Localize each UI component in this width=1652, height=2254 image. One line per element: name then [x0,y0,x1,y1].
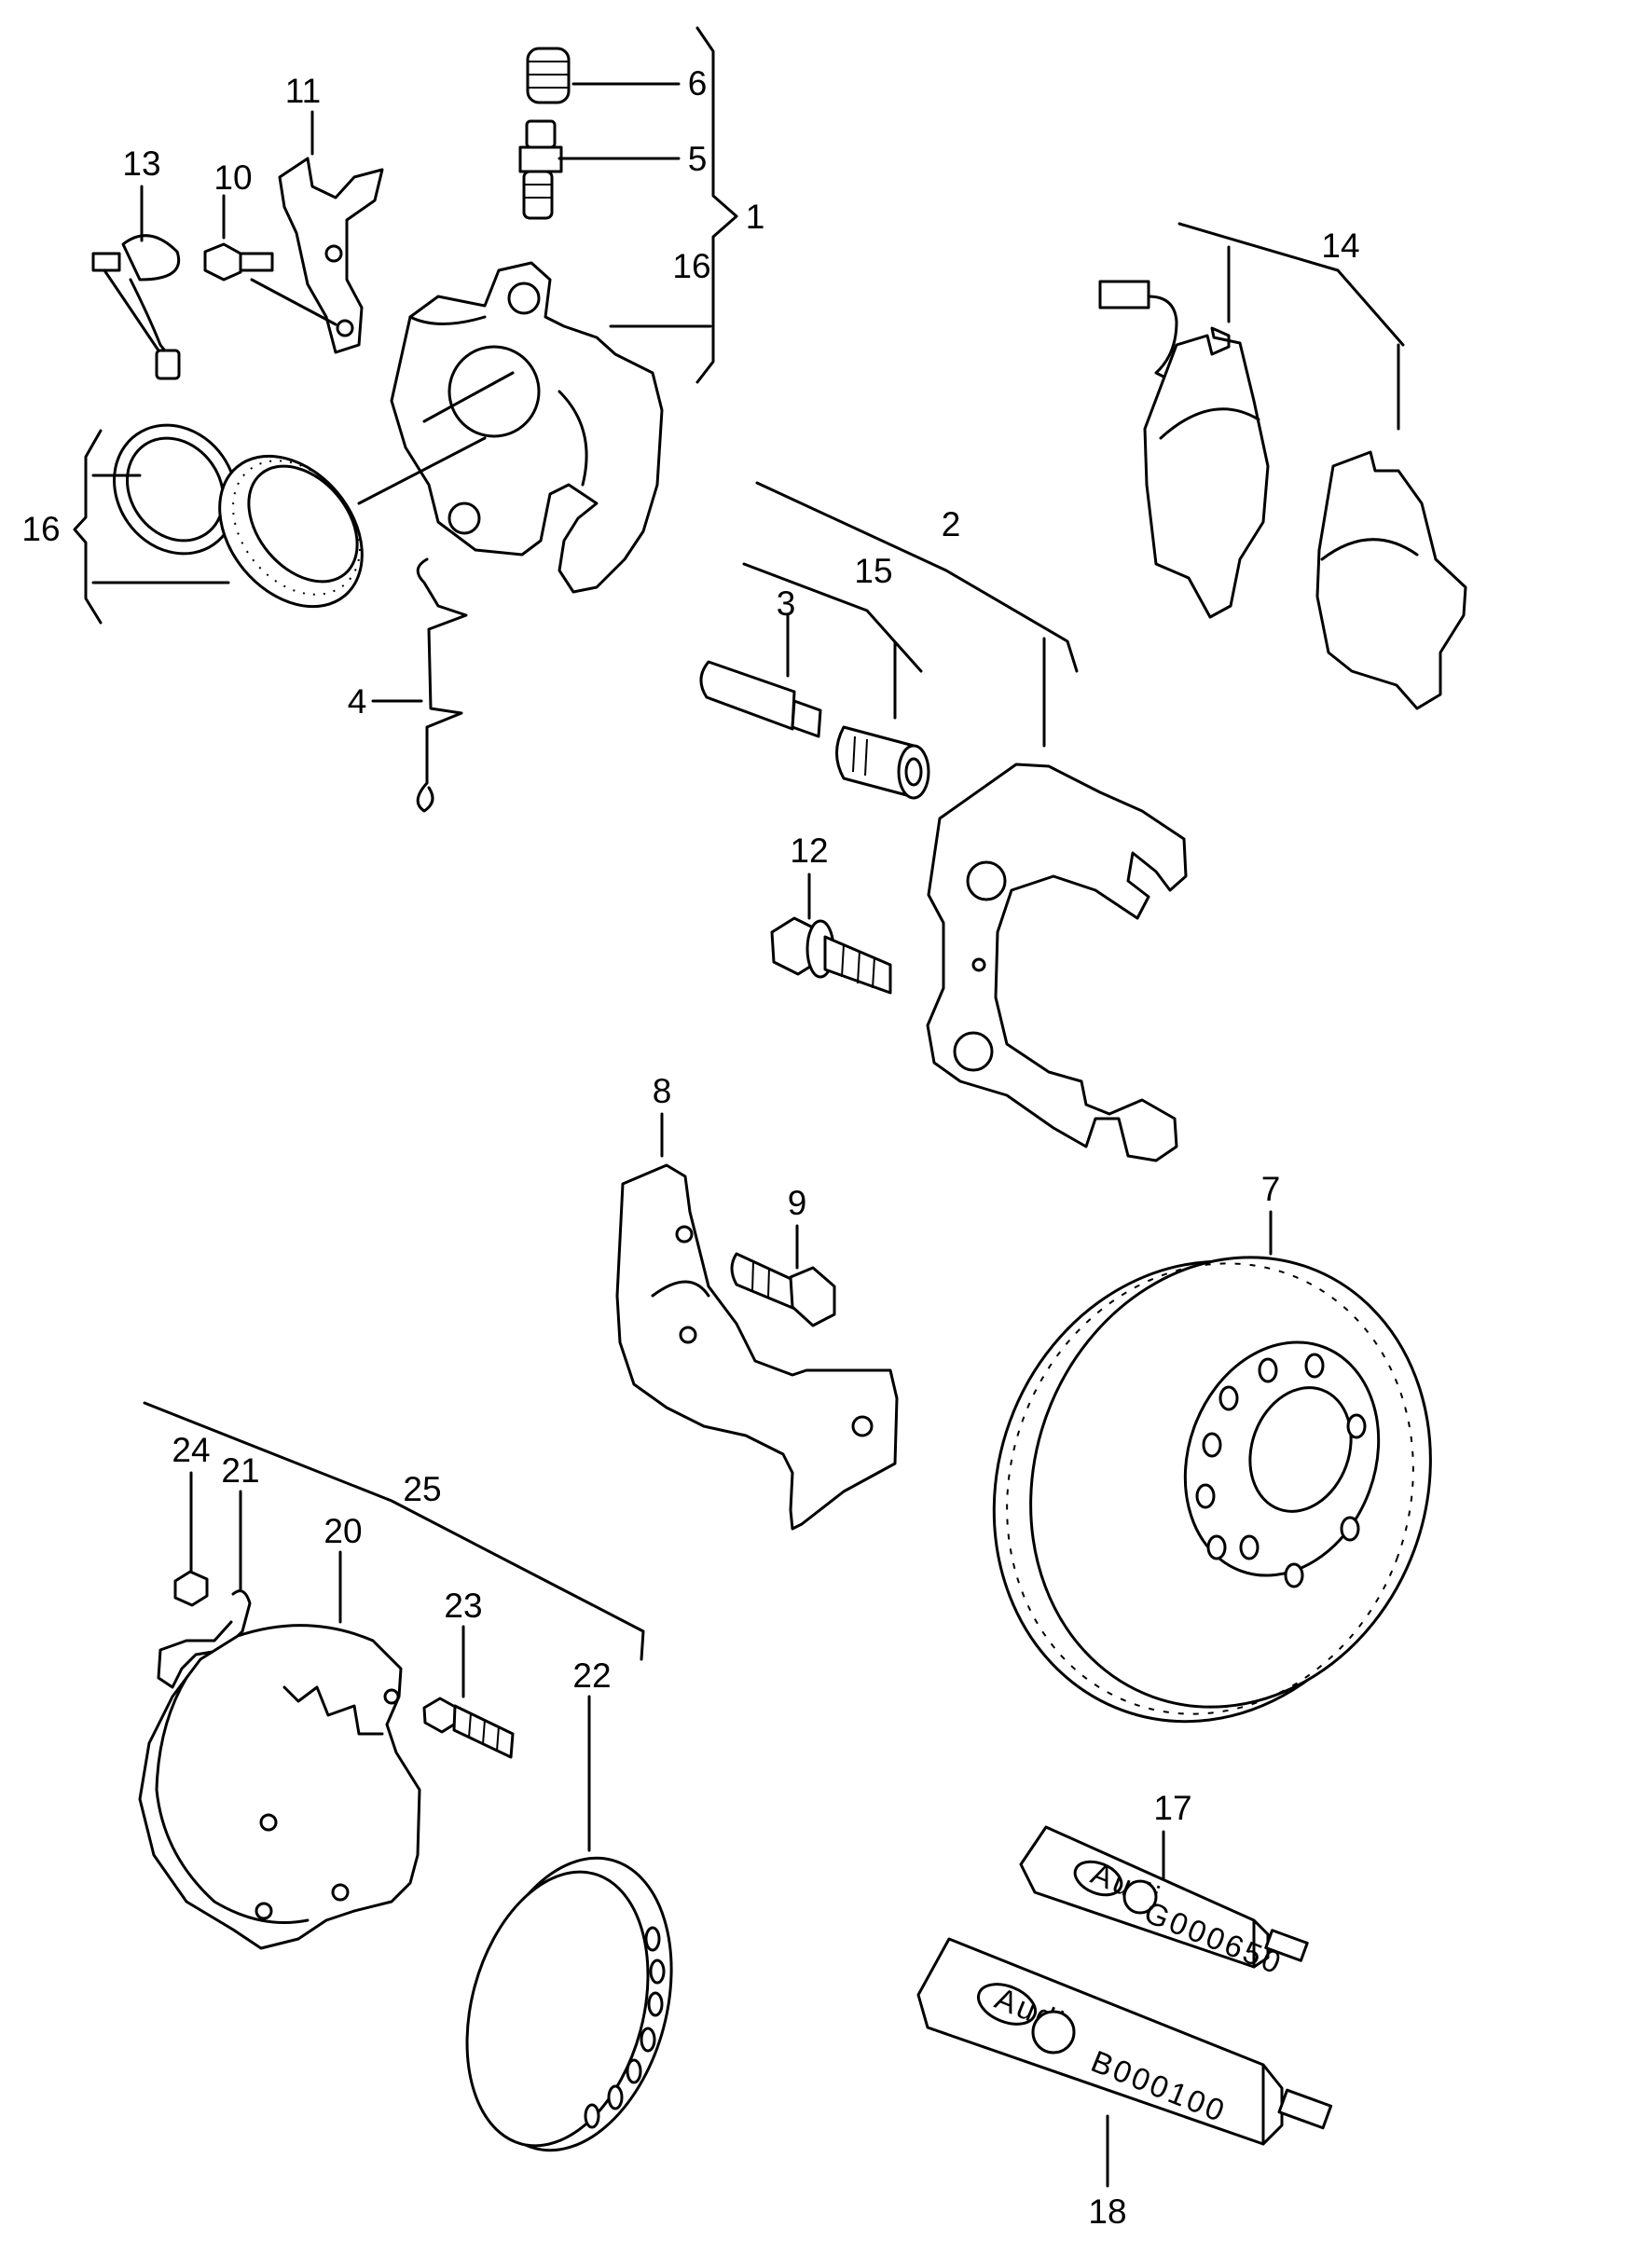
splash-shield-part-20 [138,1624,421,1950]
callout-23: 23 [444,1587,482,1625]
callout-22: 22 [572,1656,611,1695]
guide-bushing-part-15 [835,725,930,800]
callout-15: 15 [854,552,892,590]
callout-6: 6 [688,64,708,103]
callout-16-left: 16 [21,510,60,548]
callout-21: 21 [221,1451,259,1490]
callout-8: 8 [653,1072,672,1110]
callout-7: 7 [1261,1170,1281,1208]
spring-clip-part-4 [416,557,468,813]
callout-16-top: 16 [672,247,710,285]
caliper-housing [390,261,664,594]
bolt-part-10 [203,242,274,282]
bleeder-screw-part-5 [518,119,563,220]
callout-11: 11 [285,72,321,110]
callout-5: 5 [688,140,708,178]
bolt-part-12 [770,916,892,995]
caliper-carrier-part-2 [926,763,1188,1162]
wear-sensor-part-13 [91,234,181,380]
bolt-part-9 [730,1252,836,1327]
nut-part-24 [173,1570,209,1607]
bleeder-cap-part-6 [526,47,571,104]
bracket-part-8 [615,1163,899,1531]
callout-4: 4 [348,682,367,721]
stud-part-23 [422,1697,515,1759]
callout-20: 20 [324,1512,362,1550]
callout-24: 24 [172,1431,210,1469]
callout-10: 10 [213,158,252,197]
grease-tube-part-18: Audi B000100 [916,1937,1333,2146]
clip-part-21 [157,1589,252,1689]
callout-17: 17 [1153,1789,1191,1827]
brake-pad [1315,450,1467,710]
callout-18: 18 [1088,2192,1126,2231]
callout-12: 12 [790,832,828,870]
callout-9: 9 [788,1184,807,1222]
brake-pad-with-sensor [1098,280,1270,619]
callout-3: 3 [777,584,796,623]
callout-13: 13 [122,144,160,183]
callout-1: 1 [746,198,765,236]
callout-25: 25 [403,1470,441,1508]
piston-seal-ring [113,423,238,556]
dust-boot [218,454,364,609]
abs-tone-ring-part-22 [465,1856,673,2152]
brake-disc-part-7 [992,1256,1432,1724]
callout-labels: 11 6 5 1 16 13 10 16 14 2 15 3 4 12 8 9 … [21,64,1359,2231]
guide-pin-part-3 [699,660,822,738]
callout-14: 14 [1321,227,1359,265]
callout-2: 2 [942,505,961,543]
